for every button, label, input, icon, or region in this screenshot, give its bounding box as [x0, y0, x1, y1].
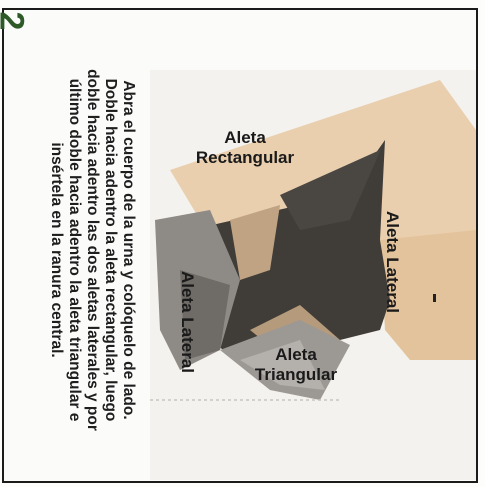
label-lateral-flap-left: Aleta Lateral [177, 247, 197, 397]
instruction-text: Abra el cuerpo de la urna y colóquelo de… [7, 35, 137, 465]
instruction-line: insértela en la ranura central. [47, 35, 65, 465]
instruction-line: Doble hacia adentro la aleta rectangular… [101, 35, 119, 465]
step-number: 2 [0, 12, 28, 31]
instruction-line: doble hacia adentro las dos aletas later… [83, 35, 101, 465]
mark [433, 294, 436, 302]
instruction-line: último doble hacia adentro la aleta tria… [65, 35, 83, 465]
instruction-line: Abra el cuerpo de la urna y colóquelo de… [119, 35, 137, 465]
label-lateral-flap-right: Aleta Lateral [382, 187, 402, 337]
label-triangular-flap: Aleta Triangular [235, 345, 357, 385]
label-rectangular-flap: Aleta Rectangular [175, 128, 315, 168]
